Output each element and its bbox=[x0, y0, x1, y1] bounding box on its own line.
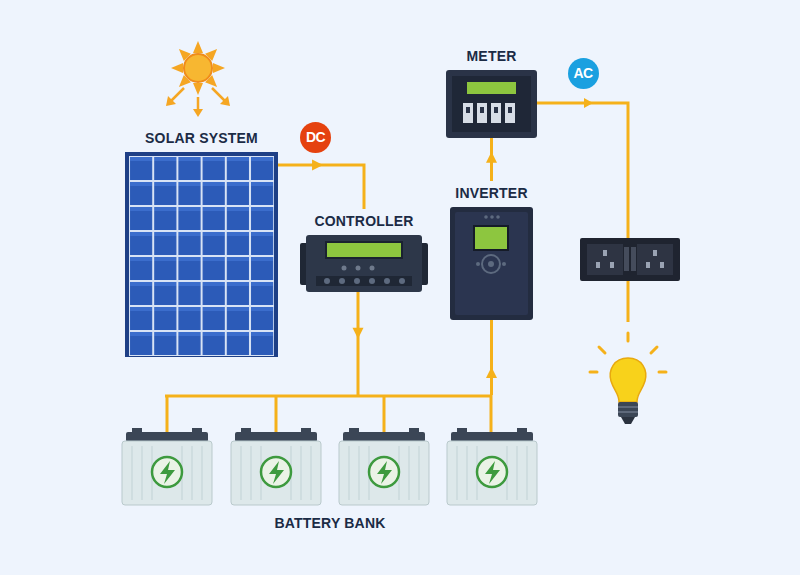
charge-controller: CONTROLLER bbox=[300, 235, 428, 292]
solar-panel: SOLAR SYSTEM bbox=[125, 152, 278, 357]
arrow-head bbox=[312, 160, 323, 171]
arrow-head bbox=[353, 328, 364, 339]
wire-line bbox=[357, 292, 360, 395]
device-heading: BATTERY BANK bbox=[274, 515, 385, 531]
device-heading: CONTROLLER bbox=[314, 213, 413, 229]
inverter: INVERTER bbox=[450, 207, 533, 320]
power-wire bbox=[486, 320, 497, 395]
device-heading: INVERTER bbox=[455, 185, 527, 201]
power-wire bbox=[353, 292, 364, 395]
current-badge: AC bbox=[568, 58, 599, 89]
wire-line bbox=[278, 165, 364, 209]
device-heading: METER bbox=[467, 48, 517, 64]
power-wire bbox=[486, 138, 497, 181]
battery-bank: BATTERY BANK bbox=[120, 395, 540, 507]
device-heading: SOLAR SYSTEM bbox=[145, 130, 258, 146]
arrow-head bbox=[486, 367, 497, 378]
wire-line bbox=[490, 320, 493, 395]
arrow-head bbox=[486, 152, 497, 163]
energy-meter: METER bbox=[446, 70, 537, 138]
current-badge: DC bbox=[300, 122, 331, 153]
power-wire bbox=[278, 160, 364, 210]
